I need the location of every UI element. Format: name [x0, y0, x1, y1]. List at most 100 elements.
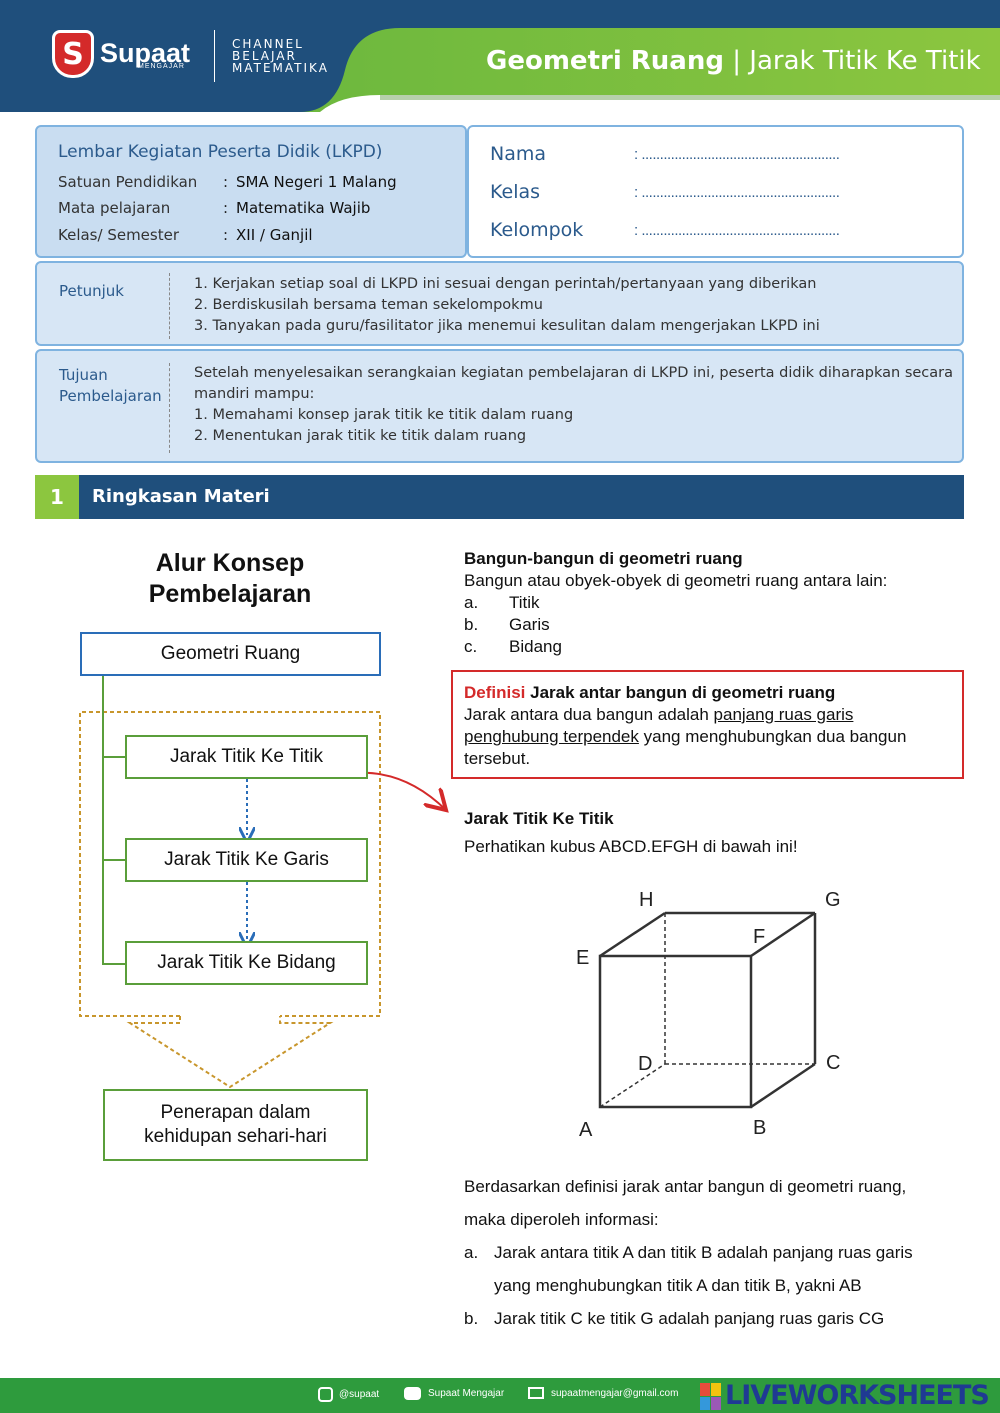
- objective-item: 1. Memahami konsep jarak titik ke titik …: [194, 407, 574, 423]
- application-line: Penerapan dalam: [160, 1102, 311, 1123]
- shape-letter: a.: [464, 593, 479, 612]
- title-bold: Geometri Ruang: [486, 46, 724, 76]
- definition-content: Definisi Jarak antar bangun di geometri …: [464, 682, 959, 770]
- definition-text: yang menghubungkan dua bangun: [638, 727, 907, 746]
- brand-name: Supaat: [100, 37, 191, 68]
- conclusion-line: Berdasarkan definisi jarak antar bangun …: [464, 1177, 907, 1196]
- name-field[interactable]: : ......................................…: [634, 146, 840, 163]
- definition-underlined: penghubung terpendek: [464, 727, 639, 746]
- cube-front-face: [598, 954, 753, 1109]
- section-title: Ringkasan Materi: [92, 486, 270, 507]
- channel-line: CHANNEL: [232, 37, 304, 51]
- definition-heading: Jarak antar bangun di geometri ruang: [530, 683, 836, 702]
- vertex-label-a: A: [579, 1119, 593, 1141]
- footer-youtube: Supaat Mengajar: [404, 1387, 504, 1400]
- liveworksheets-text: LIVEWORKSHEETS: [725, 1380, 990, 1411]
- shapes-intro: Bangun atau obyek-obyek di geometri ruan…: [464, 571, 888, 590]
- instructions-list: 1. Kerjakan setiap soal di LKPD ini sesu…: [194, 274, 820, 337]
- definition-text: Jarak antara dua bangun adalah: [464, 705, 714, 724]
- objectives-intro: mandiri mampu:: [194, 386, 315, 402]
- email-address: supaatmengajar@gmail.com: [551, 1387, 679, 1399]
- header-banner: [0, 0, 1000, 112]
- identity-label: Nama: [490, 143, 547, 165]
- flow-application-box: Penerapan dalam kehidupan sehari-hari: [103, 1089, 368, 1161]
- identity-label: Kelompok: [490, 219, 584, 241]
- conclusion-item-text: yang menghubungkan titik A dan titik B, …: [494, 1276, 862, 1295]
- channel-line: MATEMATIKA: [232, 61, 329, 75]
- objective-item: 2. Menentukan jarak titik ke titik dalam…: [194, 428, 527, 444]
- distance-heading: Jarak Titik Ke Titik: [464, 809, 614, 828]
- supaat-logo-icon: S: [52, 30, 94, 78]
- brand-sub: MENGAJAR: [138, 62, 185, 70]
- lkpd-label: Kelas/ Semester: [58, 226, 179, 244]
- lkpd-value: SMA Negeri 1 Malang: [236, 173, 397, 191]
- header-divider: [214, 30, 215, 82]
- shapes-section: Bangun-bangun di geometri ruang Bangun a…: [464, 548, 887, 658]
- vertex-label-c: C: [826, 1052, 840, 1074]
- channel-text: CHANNEL BELAJAR MATEMATIKA: [232, 38, 329, 74]
- definition-line: penghubung terpendek yang menghubungkan …: [464, 726, 959, 748]
- definition-keyword: Definisi: [464, 683, 526, 702]
- objectives-label: Tujuan Pembelajaran: [59, 365, 162, 407]
- youtube-icon: [404, 1387, 421, 1400]
- lkpd-colon: :: [223, 173, 229, 191]
- distance-intro: Perhatikan kubus ABCD.EFGH di bawah ini!: [464, 837, 798, 856]
- flow-root-box: Geometri Ruang: [80, 632, 381, 676]
- lkpd-heading: Lembar Kegiatan Peserta Didik (LKPD): [58, 142, 383, 162]
- instructions-label: Petunjuk: [59, 282, 124, 300]
- vertex-label-f: F: [753, 926, 765, 948]
- conclusion-item-text: Jarak titik C ke titik G adalah panjang …: [494, 1309, 885, 1328]
- channel-line: BELAJAR: [232, 49, 297, 63]
- footer-email: supaatmengajar@gmail.com: [528, 1387, 678, 1399]
- lkpd-colon: :: [223, 199, 229, 217]
- conclusion-text: Berdasarkan definisi jarak antar bangun …: [464, 1170, 913, 1335]
- vertex-label-d: D: [638, 1053, 652, 1075]
- instruction-item: 1. Kerjakan setiap soal di LKPD ini sesu…: [194, 276, 817, 292]
- conclusion-item-text: Jarak antara titik A dan titik B adalah …: [494, 1243, 913, 1262]
- shape-text: Garis: [509, 615, 550, 634]
- vertex-label-b: B: [753, 1117, 766, 1139]
- title-separator: |: [732, 46, 742, 76]
- definition-line: Jarak antara dua bangun adalah panjang r…: [464, 704, 959, 726]
- section-bar: [35, 475, 964, 519]
- shape-item: c. Bidang: [464, 636, 887, 658]
- title-rest: Jarak Titik Ke Titik: [749, 46, 981, 76]
- instruction-item: 3. Tanyakan pada guru/fasilitator jika m…: [194, 318, 820, 334]
- cube-diagram: A B C D E F G H: [576, 889, 841, 1141]
- flow-title-line: Alur Konsep: [155, 549, 305, 577]
- shape-letter: c.: [464, 637, 478, 656]
- objectives-label-line: Tujuan: [59, 366, 108, 384]
- dashed-divider: [169, 363, 170, 453]
- lkpd-value: Matematika Wajib: [236, 199, 371, 217]
- shape-text: Bidang: [509, 637, 562, 656]
- lkpd-info-box: Lembar Kegiatan Peserta Didik (LKPD) Sat…: [35, 125, 467, 258]
- objectives-box: Tujuan Pembelajaran Setelah menyelesaika…: [35, 349, 964, 463]
- definition-box: Definisi Jarak antar bangun di geometri …: [451, 670, 964, 779]
- flow-step-box: Jarak Titik Ke Bidang: [125, 941, 368, 985]
- class-field[interactable]: : ......................................…: [634, 184, 840, 201]
- youtube-channel: Supaat Mengajar: [428, 1388, 505, 1399]
- liveworksheets-icon: [700, 1382, 721, 1410]
- footer-bar: @supaat Supaat Mengajar supaatmengajar@g…: [0, 1378, 1000, 1413]
- liveworksheets-logo[interactable]: LIVEWORKSHEETS: [700, 1380, 990, 1411]
- lkpd-colon: :: [223, 226, 229, 244]
- identity-box: Nama Kelas Kelompok : ..................…: [467, 125, 964, 258]
- instructions-box: Petunjuk 1. Kerjakan setiap soal di LKPD…: [35, 261, 964, 346]
- lkpd-value: XII / Ganjil: [236, 226, 313, 244]
- definition-heading-line: Definisi Jarak antar bangun di geometri …: [464, 682, 959, 704]
- conclusion-item: a.Jarak antara titik A dan titik B adala…: [464, 1236, 913, 1269]
- objectives-intro: Setelah menyelesaikan serangkaian kegiat…: [194, 365, 954, 381]
- page-title: Geometri Ruang | Jarak Titik Ke Titik: [486, 46, 981, 76]
- conclusion-item: b. Jarak titik C ke titik G adalah panjan…: [464, 1302, 913, 1335]
- section-number: 1: [35, 475, 79, 519]
- shape-letter: b.: [464, 615, 479, 634]
- conclusion-letter: b.: [464, 1309, 479, 1328]
- flow-title-line: Pembelajaran: [148, 580, 312, 608]
- group-field[interactable]: : ......................................…: [634, 222, 840, 239]
- shape-item: b. Garis: [464, 614, 887, 636]
- dashed-divider: [169, 273, 170, 339]
- lkpd-label: Satuan Pendidikan: [58, 173, 198, 191]
- vertex-label-g: G: [825, 889, 841, 911]
- flow-step-box: Jarak Titik Ke Titik: [125, 735, 368, 779]
